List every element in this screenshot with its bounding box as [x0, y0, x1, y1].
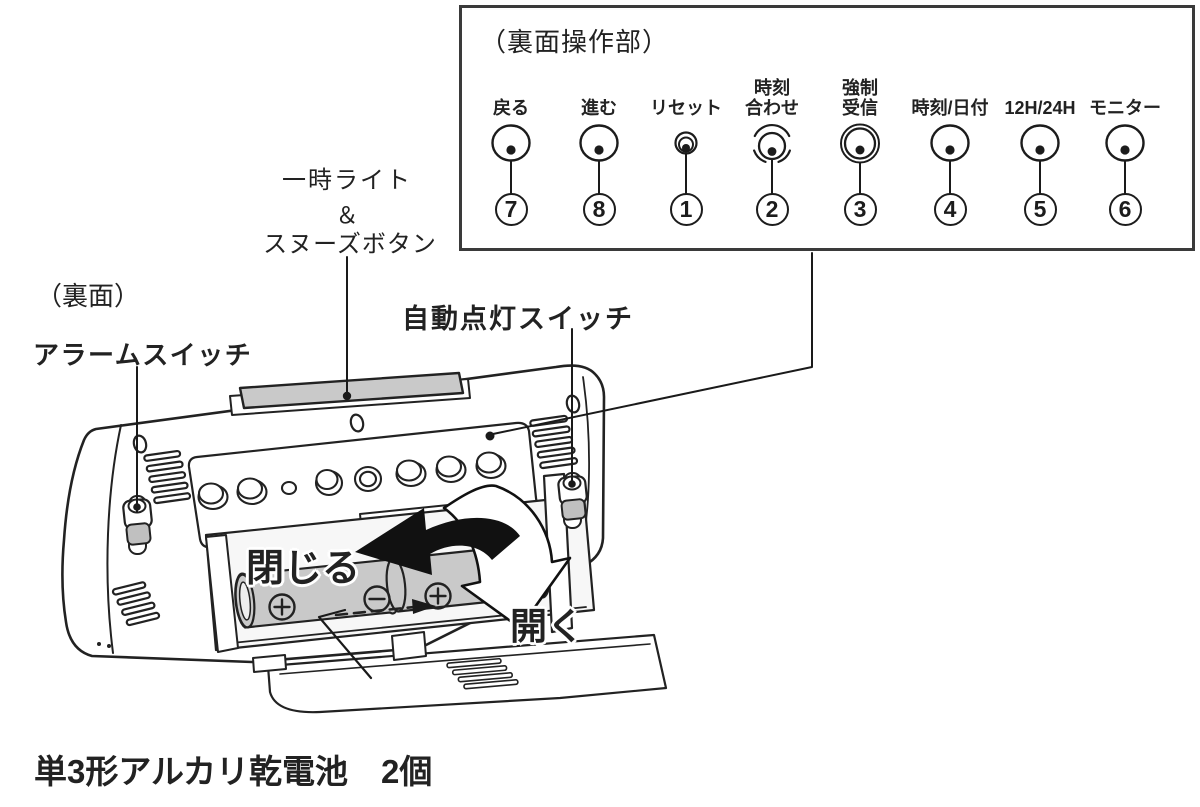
connector-line — [510, 150, 512, 196]
ringed-button-icon — [840, 123, 880, 164]
connector-line — [859, 150, 861, 196]
snooze-leader-dot — [342, 391, 352, 401]
rear-operation-panel-box — [459, 5, 1195, 251]
door-hinge-tab — [391, 631, 427, 661]
button-label: 強制 受信 — [842, 78, 878, 118]
callout-number: 5 — [1023, 193, 1057, 226]
case-dot — [107, 644, 111, 648]
alarm-switch-label: アラームスイッチ — [33, 340, 253, 370]
button-label: 時刻 合わせ — [745, 78, 799, 118]
panel-button-reset: リセット 1 — [626, 78, 746, 226]
temp-light-label-amp: ＆ — [335, 202, 359, 228]
button-label: モニター — [1089, 98, 1161, 118]
button-label: 戻る — [493, 98, 529, 118]
battery-door-inner-line — [279, 643, 651, 675]
leader-lines — [136, 252, 813, 680]
round-button-icon — [930, 124, 970, 162]
battery-caption: 単3形アルカリ乾電池 2個 — [34, 753, 433, 790]
callout-number: 8 — [582, 193, 616, 226]
recessed-reset-button-icon — [674, 131, 698, 155]
snooze-light-button — [238, 371, 465, 410]
panel-button-forward: 進む 8 — [539, 78, 659, 226]
door-grip-slots — [446, 657, 519, 690]
callout-number: 4 — [933, 193, 967, 226]
button-label: リセット — [650, 98, 722, 118]
panel-button-time-set: 時刻 合わせ 2 — [712, 78, 832, 226]
auto-light-switch-label: 自動点灯スイッチ — [402, 304, 634, 334]
connector-line — [771, 150, 773, 196]
case-dot — [97, 642, 101, 646]
battery-caption-leader — [317, 608, 373, 680]
round-button-icon — [579, 124, 619, 162]
panel-title: （裏面操作部） — [480, 27, 670, 57]
panel-button-back: 戻る 7 — [451, 78, 571, 226]
guarded-button-icon — [753, 123, 791, 163]
callout-number: 2 — [755, 193, 789, 226]
device-left-contour — [106, 424, 122, 654]
panel-box-leader-dot — [485, 431, 495, 441]
button-label: 12H/24H — [1004, 98, 1076, 118]
panel-button-monitor: モニター 6 — [1065, 78, 1185, 226]
connector-line — [1039, 150, 1041, 196]
callout-number: 7 — [494, 193, 528, 226]
panel-knobs — [197, 451, 507, 511]
close-arrow — [355, 508, 520, 575]
connector-line — [685, 150, 687, 196]
round-button-icon — [1105, 124, 1145, 162]
connector-line — [949, 150, 951, 196]
battery-1-end-ring — [238, 581, 252, 621]
panel-button-forced-reception: 強制 受信 3 — [800, 78, 920, 226]
close-label: 閉じる — [246, 548, 361, 590]
connector-line — [1124, 150, 1126, 196]
button-label: 進む — [581, 98, 617, 118]
temp-light-label-line1: 一時ライト — [282, 167, 412, 194]
panel-button-12h-24h: 12H/24H 5 — [980, 78, 1100, 226]
callout-number: 1 — [669, 193, 703, 226]
screw-hole-icon — [349, 413, 365, 433]
reset-knob — [280, 480, 298, 496]
panel-box-leader — [492, 252, 813, 435]
vent-slots-upper-left — [143, 449, 192, 505]
snooze-button-label: スヌーズボタン — [263, 231, 437, 258]
body-foot — [252, 654, 287, 673]
compartment-left-band — [205, 534, 239, 653]
callout-number: 3 — [843, 193, 877, 226]
panel-button-time-date: 時刻/日付 4 — [890, 78, 1010, 226]
vent-slots-lower-left — [111, 581, 161, 627]
round-button-icon — [1020, 124, 1060, 162]
button-label: 時刻/日付 — [911, 98, 989, 118]
battery-direction-arrow — [334, 605, 416, 617]
round-button-icon — [491, 124, 531, 162]
plus-icon — [424, 582, 452, 610]
callout-number: 6 — [1108, 193, 1142, 226]
plus-icon — [268, 593, 296, 621]
connector-line — [598, 150, 600, 196]
auto-light-switch — [557, 472, 588, 529]
back-side-label: （裏面） — [36, 281, 141, 311]
battery-direction-arrowhead — [412, 599, 436, 614]
open-label: 開く — [510, 606, 584, 647]
